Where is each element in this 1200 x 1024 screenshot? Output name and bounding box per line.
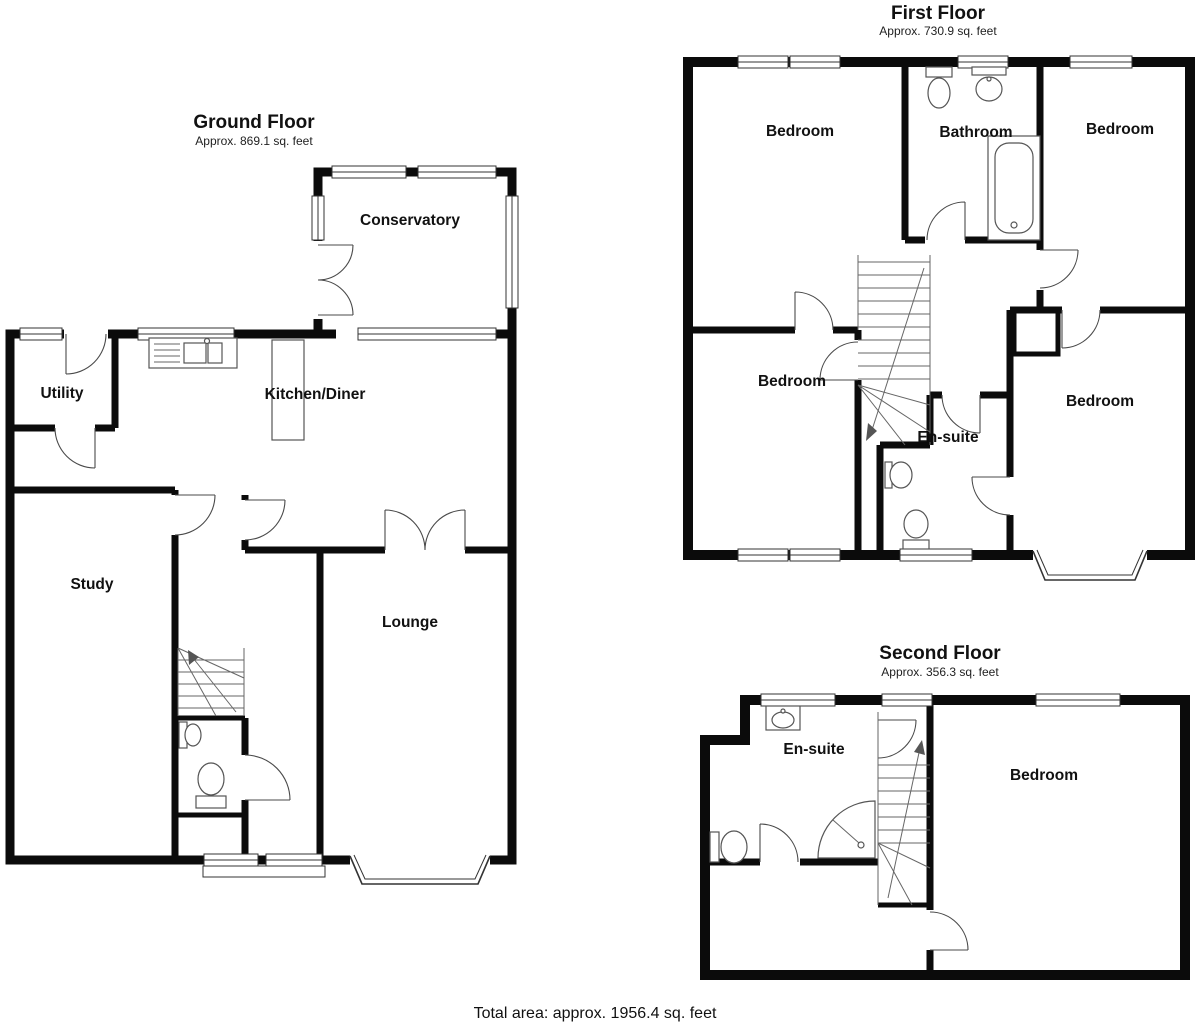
- window: [505, 195, 519, 309]
- bay-window: [349, 854, 491, 885]
- window: [1069, 55, 1133, 69]
- window: [203, 853, 259, 867]
- ensuite-toilet-symbol: [902, 509, 930, 550]
- ground-floor-windows: [19, 165, 519, 885]
- second-floor-walls: [700, 695, 1190, 980]
- room-label-ensuite-2: En-suite: [783, 741, 845, 758]
- ground-floor-plan: Ground Floor Approx. 869.1 sq. feet Cons…: [5, 112, 519, 885]
- room-label-bathroom: Bathroom: [939, 124, 1012, 141]
- wc-sink-symbol: [178, 721, 202, 749]
- window: [899, 548, 973, 562]
- window: [19, 327, 63, 341]
- first-floor-area: Approx. 730.9 sq. feet: [879, 24, 997, 38]
- first-floor-stairs: [857, 255, 931, 446]
- second-floor-plan: Second Floor Approx. 356.3 sq. feet En-s…: [700, 643, 1190, 980]
- ground-floor-title: Ground Floor: [193, 112, 315, 133]
- window: [957, 55, 1009, 69]
- second-floor-area: Approx. 356.3 sq. feet: [881, 665, 999, 679]
- first-floor-doors: [794, 201, 1101, 516]
- bath-symbol: [987, 135, 1041, 241]
- room-label-utility: Utility: [40, 385, 83, 402]
- room-label-bedroom-3: Bedroom: [758, 373, 826, 390]
- closet: [1011, 312, 1061, 357]
- ground-floor-walls: [5, 167, 517, 865]
- room-label-conservatory: Conservatory: [360, 212, 460, 229]
- room-label-bedroom-4: Bedroom: [1066, 393, 1134, 410]
- window: [737, 548, 789, 562]
- second-floor-title: Second Floor: [879, 643, 1001, 664]
- window: [417, 165, 497, 179]
- wc-toilet-symbol: [195, 762, 227, 809]
- ground-floor-stairs: [177, 647, 245, 717]
- ground-floor-doors: [54, 244, 466, 801]
- window: [737, 55, 789, 69]
- ground-floor-fixtures: [148, 337, 305, 809]
- second-floor-windows: [760, 693, 1121, 707]
- window: [789, 548, 841, 562]
- room-label-bedroom-5: Bedroom: [1010, 767, 1078, 784]
- window: [789, 55, 841, 69]
- toilet-symbol: [709, 830, 748, 864]
- room-label-study: Study: [70, 576, 113, 593]
- window: [760, 693, 836, 707]
- window: [357, 327, 497, 341]
- kitchen-counter-symbol: [271, 339, 305, 441]
- toilet-symbol: [925, 66, 953, 109]
- room-label-kitchen-diner: Kitchen/Diner: [265, 386, 366, 403]
- sink-symbol: [765, 705, 801, 731]
- room-label-lounge: Lounge: [382, 614, 438, 631]
- first-floor-title: First Floor: [891, 3, 986, 24]
- shower-symbol: [817, 800, 876, 859]
- second-floor-fixtures: [709, 705, 876, 864]
- kitchen-sink-symbol: [148, 337, 238, 369]
- bay-window: [1032, 549, 1148, 581]
- ground-floor-area: Approx. 869.1 sq. feet: [195, 134, 313, 148]
- room-label-ensuite-1: En-suite: [917, 429, 979, 446]
- room-label-bedroom-1: Bedroom: [766, 123, 834, 140]
- ensuite-sink-symbol: [884, 461, 913, 489]
- second-floor-stairs: [877, 712, 931, 906]
- window: [1035, 693, 1121, 707]
- first-floor-plan: First Floor Approx. 730.9 sq. feet Bedro…: [683, 3, 1195, 581]
- window: [881, 693, 933, 707]
- second-floor-doors: [759, 719, 969, 951]
- first-floor-fixtures: [884, 66, 1041, 550]
- porch: [202, 865, 326, 878]
- room-label-bedroom-2: Bedroom: [1086, 121, 1154, 138]
- window: [265, 853, 323, 867]
- window: [331, 165, 407, 179]
- window: [311, 195, 325, 241]
- first-floor-windows: [737, 55, 1148, 581]
- sink-symbol: [971, 66, 1007, 102]
- total-area-label: Total area: approx. 1956.4 sq. feet: [474, 1005, 717, 1022]
